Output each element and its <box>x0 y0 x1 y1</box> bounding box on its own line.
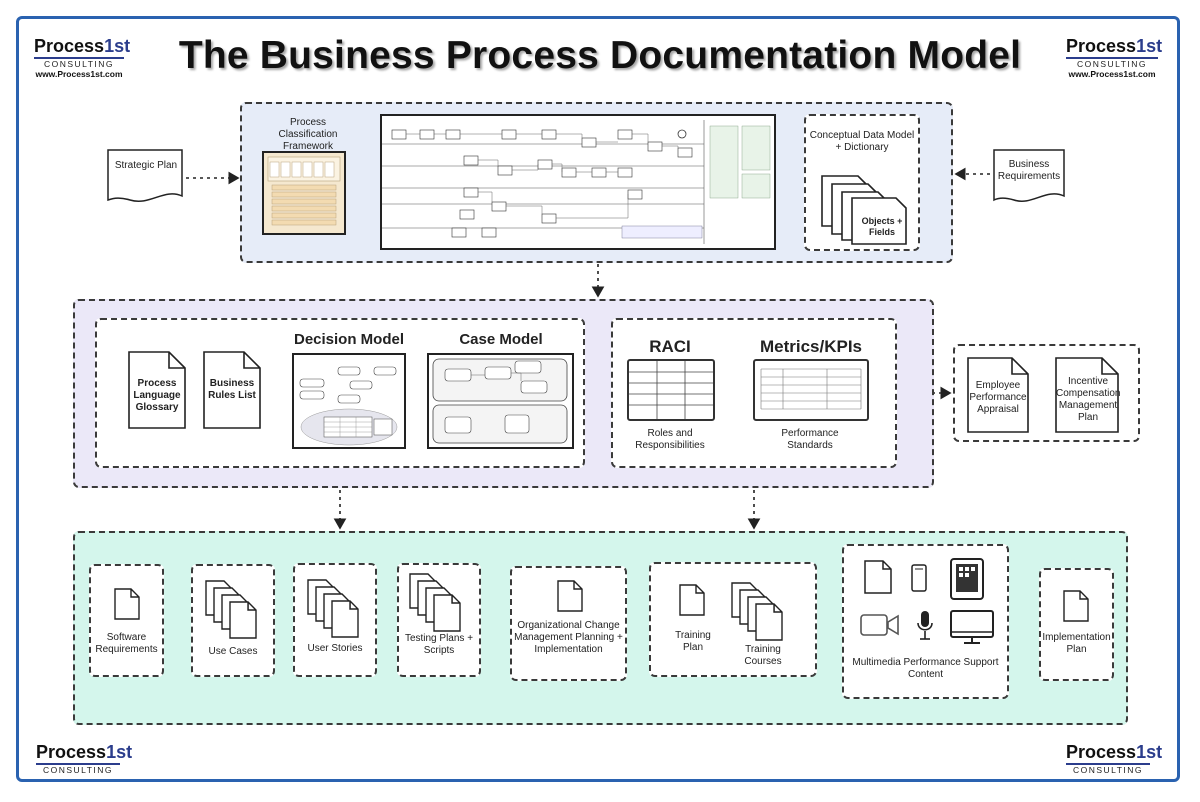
use-cases-box: Use Cases <box>191 564 275 677</box>
table-grid-icon <box>760 368 862 410</box>
document-page-icon <box>1055 357 1119 433</box>
smartphone-icon <box>911 564 927 592</box>
logo-bottom-left: Process1st CONSULTING <box>36 742 133 775</box>
outer-frame <box>16 16 1180 782</box>
process-map-thumbnail <box>380 114 776 250</box>
software-requirements-label: Software Requirements <box>95 632 158 655</box>
pcf-label: Process Classification Framework <box>278 117 338 152</box>
user-stories-label: User Stories <box>307 643 363 654</box>
video-camera-icon <box>860 614 899 636</box>
tablet-icon <box>950 558 984 600</box>
document-shape-icon <box>107 149 183 202</box>
business-rules-list-doc: Business Rules List <box>202 350 262 430</box>
case-model-diagram-icon <box>432 358 568 444</box>
pcf-diagram-icon <box>267 156 341 226</box>
raci-heading: RACI <box>649 337 691 356</box>
strategic-plan-label: Strategic Plan <box>114 160 178 171</box>
document-shape-icon <box>993 149 1065 202</box>
implementation-plan-box: Implementation Plan <box>1039 568 1114 681</box>
training-courses-label: Training Courses <box>744 644 782 667</box>
stacked-documents-icon <box>821 175 907 245</box>
table-grid-icon <box>629 361 713 419</box>
decision-model-thumbnail <box>292 353 406 449</box>
user-stories-box: User Stories <box>293 563 377 677</box>
org-change-label: Organizational Change Management Plannin… <box>514 620 623 655</box>
metrics-table-icon <box>753 359 869 421</box>
document-page-icon <box>864 560 892 594</box>
multimedia-label: Multimedia Performance Support Content <box>852 657 999 680</box>
stacked-documents-icon <box>205 580 257 639</box>
business-requirements-doc: Business Requirements <box>992 148 1066 204</box>
incentive-plan-doc: Incentive Compensation Management Plan <box>1054 356 1120 434</box>
strategic-plan-doc: Strategic Plan <box>106 148 186 204</box>
desktop-monitor-icon <box>950 610 994 644</box>
metrics-kpis-heading: Metrics/KPIs <box>759 337 863 356</box>
conceptual-model-label: Conceptual Data Model + Dictionary <box>809 130 915 153</box>
incentive-plan-label: Incentive Compensation Management Plan <box>1056 376 1121 423</box>
raci-table-icon <box>627 359 715 421</box>
stacked-documents-icon <box>307 579 359 638</box>
document-page-icon <box>557 580 583 612</box>
microphone-icon <box>917 611 933 640</box>
objects-fields-label: Objects + Fields <box>861 216 903 237</box>
stacked-documents-icon <box>409 573 461 632</box>
business-rules-list-label: Business Rules List <box>208 378 256 401</box>
testing-box: Testing Plans + Scripts <box>397 563 481 677</box>
case-model-thumbnail <box>427 353 574 449</box>
page-title: The Business Process Documentation Model <box>178 34 1022 77</box>
testing-label: Testing Plans + Scripts <box>404 633 474 656</box>
multimedia-box: Multimedia Performance Support Content <box>842 544 1009 699</box>
pcf-thumbnail <box>262 151 346 235</box>
document-page-icon <box>967 357 1029 433</box>
document-page-icon <box>1063 590 1089 622</box>
decision-model-diagram-icon <box>299 366 398 446</box>
process-language-glossary-label: Process Language Glossary <box>133 378 181 413</box>
roles-responsibilities-label: Roles and Responsibilities <box>635 428 705 451</box>
conceptual-model-box: Conceptual Data Model + Dictionary Objec… <box>804 114 920 251</box>
stacked-documents-icon <box>731 582 783 641</box>
case-model-heading: Case Model <box>459 331 543 348</box>
document-page-icon <box>203 351 261 429</box>
document-page-icon <box>128 351 186 429</box>
training-plan-label: Training Plan <box>675 630 711 653</box>
logo-bottom-right: Process1st CONSULTING <box>1066 742 1163 775</box>
business-requirements-label: Business Requirements <box>997 159 1061 182</box>
process-language-glossary-doc: Process Language Glossary <box>127 350 187 430</box>
process-map-diagram-icon <box>382 120 771 244</box>
document-page-icon <box>114 588 140 620</box>
logo-top-right: Process1st CONSULTING www.Process1st.com <box>1066 36 1163 79</box>
implementation-plan-label: Implementation Plan <box>1042 632 1111 655</box>
performance-standards-label: Performance Standards <box>781 428 839 451</box>
org-change-box: Organizational Change Management Plannin… <box>510 566 627 681</box>
decision-model-heading: Decision Model <box>293 331 405 348</box>
software-requirements-box: Software Requirements <box>89 564 164 677</box>
employee-appraisal-doc: Employee Performance Appraisal <box>966 356 1030 434</box>
logo-top-left: Process1st CONSULTING www.Process1st.com <box>34 36 131 79</box>
training-box: Training Plan Training Courses <box>649 562 817 677</box>
employee-appraisal-label: Employee Performance Appraisal <box>969 380 1027 415</box>
document-page-icon <box>679 584 705 616</box>
use-cases-label: Use Cases <box>208 646 258 657</box>
